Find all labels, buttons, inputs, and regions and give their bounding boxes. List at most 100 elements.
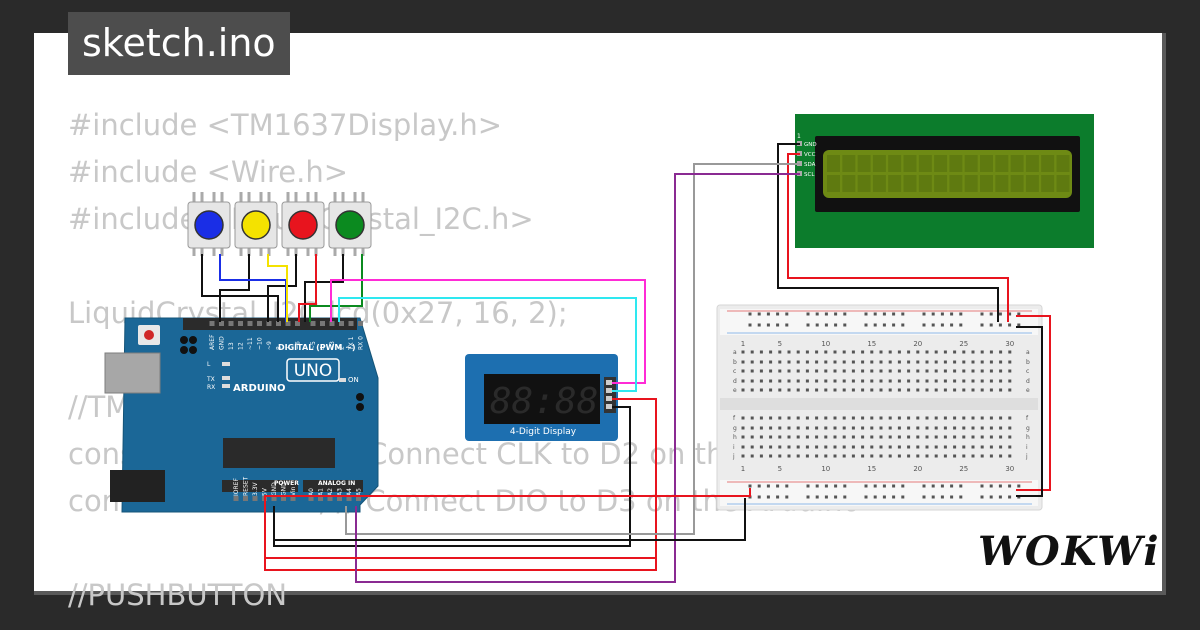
breadboard-hole[interactable]: [741, 416, 745, 420]
breadboard-hole[interactable]: [925, 379, 929, 383]
breadboard-hole[interactable]: [769, 360, 773, 364]
breadboard-hole[interactable]: [916, 360, 920, 364]
breadboard-hole[interactable]: [934, 388, 938, 392]
pushbutton-red[interactable]: [281, 192, 325, 256]
analog-pin-hole[interactable]: [318, 496, 323, 501]
breadboard-hole[interactable]: [925, 426, 929, 430]
breadboard-hole[interactable]: [897, 388, 901, 392]
breadboard-hole[interactable]: [750, 416, 754, 420]
breadboard-hole[interactable]: [879, 435, 883, 439]
breadboard-hole[interactable]: [833, 426, 837, 430]
breadboard-hole[interactable]: [796, 426, 800, 430]
breadboard-hole[interactable]: [989, 435, 993, 439]
breadboard-hole[interactable]: [916, 388, 920, 392]
breadboard-hole[interactable]: [851, 435, 855, 439]
breadboard-hole[interactable]: [861, 369, 865, 373]
breadboard-hole[interactable]: [999, 369, 1003, 373]
breadboard-hole[interactable]: [879, 416, 883, 420]
rail-hole[interactable]: [843, 484, 847, 488]
breadboard-hole[interactable]: [999, 388, 1003, 392]
breadboard-hole[interactable]: [897, 350, 901, 354]
rail-hole[interactable]: [980, 323, 984, 327]
breadboard-hole[interactable]: [925, 369, 929, 373]
rail-hole[interactable]: [815, 495, 819, 499]
breadboard-hole[interactable]: [787, 416, 791, 420]
breadboard-hole[interactable]: [989, 379, 993, 383]
breadboard-hole[interactable]: [842, 454, 846, 458]
breadboard-hole[interactable]: [943, 445, 947, 449]
rail-hole[interactable]: [785, 484, 789, 488]
breadboard-hole[interactable]: [851, 445, 855, 449]
digital-pin-hole[interactable]: [358, 321, 363, 326]
breadboard-hole[interactable]: [888, 379, 892, 383]
breadboard-hole[interactable]: [815, 388, 819, 392]
digital-pin-hole[interactable]: [320, 321, 325, 326]
breadboard-hole[interactable]: [962, 416, 966, 420]
breadboard-hole[interactable]: [999, 445, 1003, 449]
breadboard-hole[interactable]: [907, 454, 911, 458]
breadboard-hole[interactable]: [833, 416, 837, 420]
breadboard-hole[interactable]: [1008, 369, 1012, 373]
breadboard-hole[interactable]: [971, 435, 975, 439]
rail-hole[interactable]: [834, 323, 838, 327]
breadboard-hole[interactable]: [769, 350, 773, 354]
breadboard-hole[interactable]: [759, 445, 763, 449]
breadboard-hole[interactable]: [971, 360, 975, 364]
breadboard-hole[interactable]: [1008, 360, 1012, 364]
pushbutton-blue[interactable]: [187, 192, 231, 256]
breadboard-hole[interactable]: [888, 369, 892, 373]
breadboard-hole[interactable]: [999, 360, 1003, 364]
breadboard-hole[interactable]: [787, 369, 791, 373]
breadboard-hole[interactable]: [879, 360, 883, 364]
rail-hole[interactable]: [1017, 323, 1021, 327]
breadboard-hole[interactable]: [861, 445, 865, 449]
analog-pin-hole[interactable]: [327, 496, 333, 501]
breadboard-hole[interactable]: [962, 360, 966, 364]
breadboard-hole[interactable]: [870, 350, 874, 354]
breadboard-hole[interactable]: [778, 369, 782, 373]
breadboard-hole[interactable]: [805, 360, 809, 364]
breadboard-hole[interactable]: [824, 445, 828, 449]
rail-hole[interactable]: [757, 495, 761, 499]
breadboard-hole[interactable]: [787, 388, 791, 392]
analog-pin-hole[interactable]: [308, 496, 314, 501]
digital-pin-hole[interactable]: [285, 321, 291, 326]
rail-hole[interactable]: [882, 484, 886, 488]
rail-hole[interactable]: [864, 312, 868, 316]
breadboard-hole[interactable]: [750, 350, 754, 354]
breadboard-hole[interactable]: [989, 445, 993, 449]
breadboard-hole[interactable]: [925, 435, 929, 439]
breadboard-hole[interactable]: [989, 454, 993, 458]
breadboard-hole[interactable]: [769, 369, 773, 373]
breadboard-hole[interactable]: [879, 445, 883, 449]
breadboard-hole[interactable]: [943, 350, 947, 354]
breadboard-hole[interactable]: [750, 426, 754, 430]
rail-hole[interactable]: [748, 484, 752, 488]
digital-pin-hole[interactable]: [238, 321, 243, 326]
breadboard-hole[interactable]: [842, 369, 846, 373]
breadboard-hole[interactable]: [805, 426, 809, 430]
power-pin-hole[interactable]: [290, 496, 296, 501]
breadboard-hole[interactable]: [999, 454, 1003, 458]
breadboard-hole[interactable]: [759, 416, 763, 420]
breadboard-hole[interactable]: [815, 360, 819, 364]
rail-hole[interactable]: [843, 323, 847, 327]
breadboard-hole[interactable]: [851, 379, 855, 383]
breadboard-hole[interactable]: [851, 416, 855, 420]
breadboard-hole[interactable]: [934, 445, 938, 449]
breadboard-hole[interactable]: [953, 416, 957, 420]
breadboard-hole[interactable]: [787, 445, 791, 449]
breadboard-hole[interactable]: [741, 435, 745, 439]
rail-hole[interactable]: [980, 312, 984, 316]
breadboard-hole[interactable]: [953, 454, 957, 458]
breadboard-hole[interactable]: [888, 435, 892, 439]
breadboard-hole[interactable]: [796, 435, 800, 439]
breadboard-hole[interactable]: [897, 445, 901, 449]
rail-hole[interactable]: [873, 495, 877, 499]
rail-hole[interactable]: [922, 484, 926, 488]
breadboard-hole[interactable]: [769, 454, 773, 458]
rail-hole[interactable]: [959, 323, 963, 327]
breadboard-hole[interactable]: [750, 435, 754, 439]
rail-hole[interactable]: [824, 484, 828, 488]
rail-hole[interactable]: [815, 312, 819, 316]
